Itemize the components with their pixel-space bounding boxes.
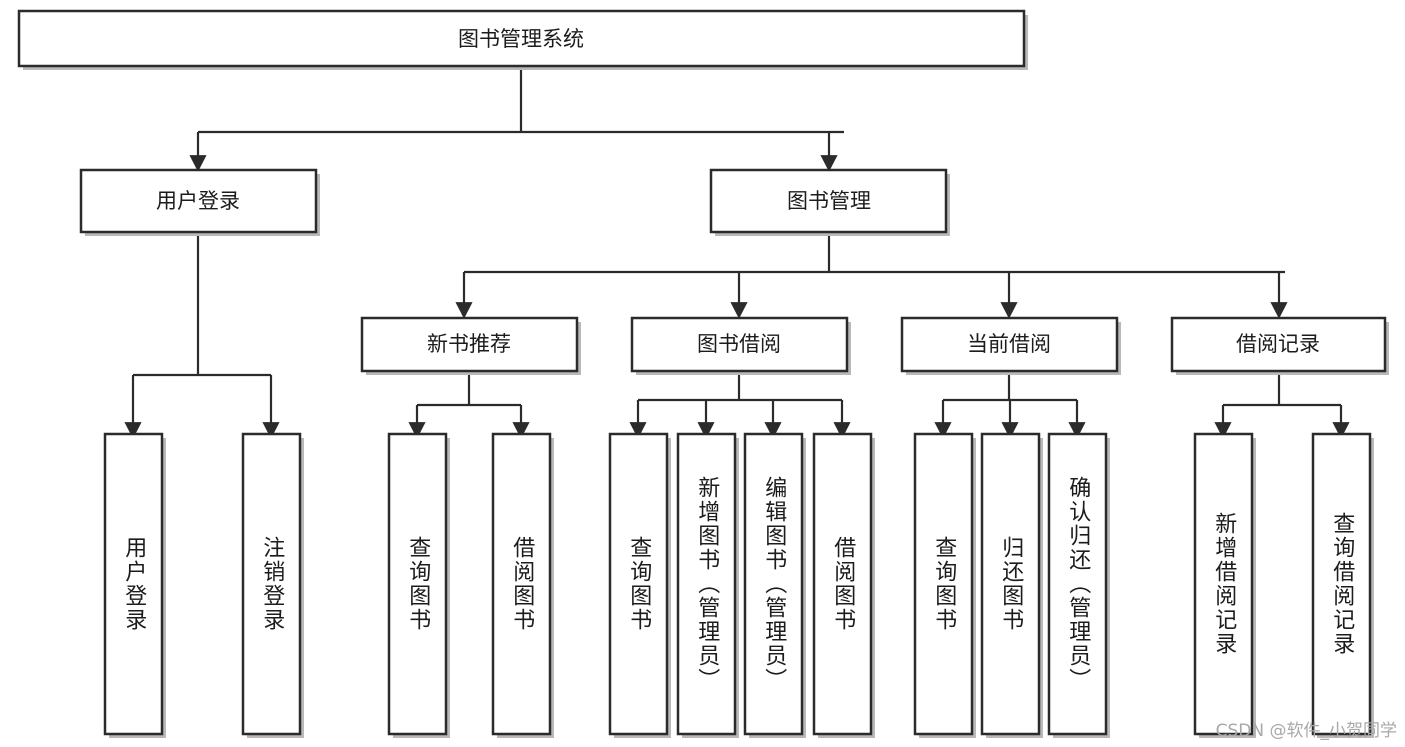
connector-group-book-management [455, 232, 1288, 319]
node-book-borrow[interactable]: 图书借阅 [630, 316, 851, 375]
connector-group-borrow-record [1214, 375, 1350, 439]
watermark: CSDN @软件_小贺同学 [1215, 721, 1397, 741]
connector-group-new-book [408, 375, 530, 439]
node-new-book-recommend-label: 新书推荐 [427, 332, 511, 356]
node-book-management-label: 图书管理 [787, 189, 871, 213]
node-leaf-return-book[interactable] [980, 432, 1043, 738]
node-leaf-confirm-return[interactable] [1047, 432, 1110, 738]
connector-group-user-login [124, 232, 280, 439]
node-leaf-edit-book[interactable] [743, 432, 806, 738]
node-user-login-label: 用户登录 [156, 189, 240, 213]
node-leaf-query-book-2[interactable] [608, 432, 671, 738]
node-current-borrow[interactable]: 当前借阅 [900, 316, 1121, 375]
node-leaf-logout-login[interactable] [241, 432, 304, 738]
node-leaf-borrow-book-2[interactable] [812, 432, 875, 738]
node-book-borrow-label: 图书借阅 [697, 332, 781, 356]
node-leaf-query-book-1[interactable] [387, 432, 450, 738]
node-borrow-record-label: 借阅记录 [1236, 332, 1320, 356]
node-leaf-add-book[interactable] [676, 432, 739, 738]
connector-group-book-borrow [629, 375, 851, 439]
node-borrow-record[interactable]: 借阅记录 [1170, 316, 1389, 375]
node-leaf-add-record[interactable] [1193, 432, 1256, 738]
node-new-book-recommend[interactable]: 新书推荐 [360, 316, 581, 375]
node-current-borrow-label: 当前借阅 [967, 332, 1051, 356]
node-book-management[interactable]: 图书管理 [709, 168, 950, 236]
node-leaf-borrow-book-1[interactable] [491, 432, 554, 738]
node-root-label: 图书管理系统 [458, 27, 584, 51]
node-user-login[interactable]: 用户登录 [79, 168, 320, 236]
connector-group-current-borrow [934, 375, 1086, 439]
node-leaf-query-record[interactable] [1311, 432, 1374, 738]
node-leaf-query-book-3[interactable] [913, 432, 976, 738]
node-root[interactable]: 图书管理系统 [17, 9, 1028, 70]
node-leaf-user-login[interactable] [103, 432, 166, 738]
connector-group-root [189, 66, 844, 172]
